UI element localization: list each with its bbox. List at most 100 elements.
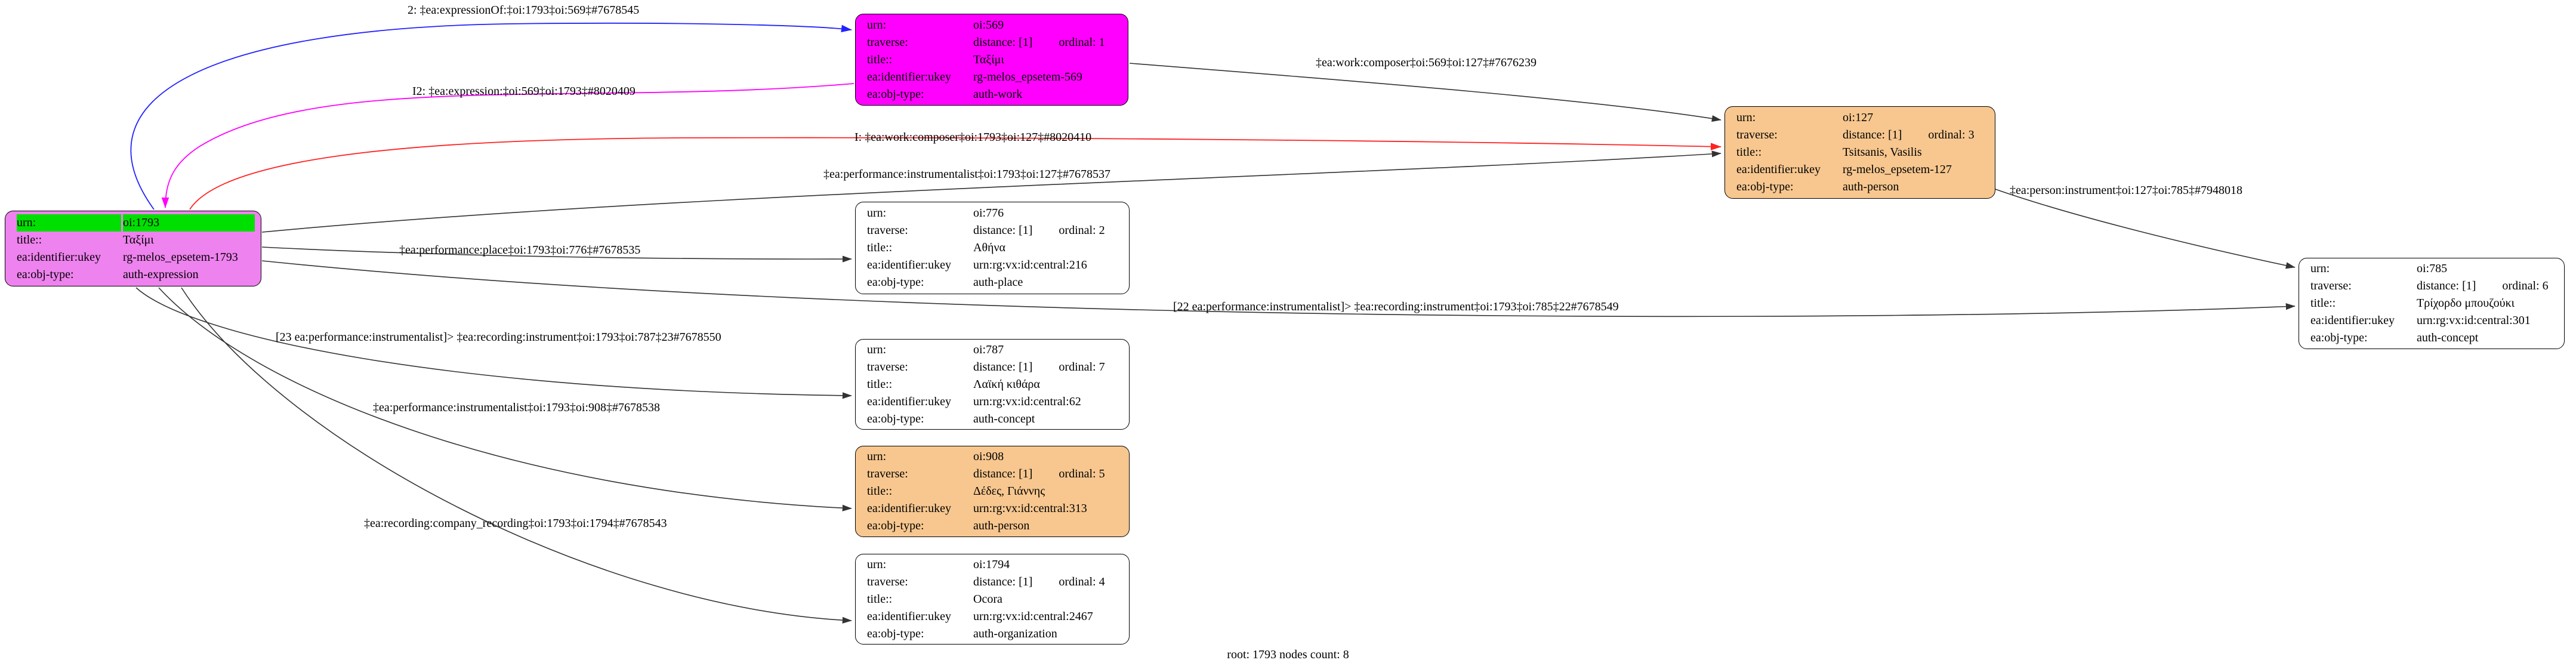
field-row-objtype: ea:obj-type: auth-place	[867, 274, 1123, 291]
field-label: traverse:	[867, 35, 908, 49]
field-value: Αθήνα	[973, 241, 1006, 254]
field-label: ea:identifier:ukey	[2310, 314, 2395, 327]
field-label: ea:identifier:ukey	[867, 394, 952, 408]
edge-performance-place	[261, 246, 852, 263]
field-label: title::	[867, 53, 893, 66]
graph-caption: root: 1793 nodes count: 8	[1227, 648, 1349, 661]
edge-recording-instrument-787	[135, 287, 852, 399]
field-label: title::	[2310, 297, 2336, 310]
field-value: distance: [1] ordinal: 3	[1843, 127, 1989, 144]
field-label: ea:identifier:ukey	[867, 502, 952, 515]
field-value: auth-person	[973, 519, 1030, 532]
node-oi-776[interactable]: urn: oi:776 traverse: distance: [1] ordi…	[855, 202, 1130, 294]
edge-label-person-instrument: ‡ea:person:instrument‡oi:127‡oi:785‡#794…	[2010, 184, 2242, 197]
field-value: urn:rg:vx:id:central:2467	[973, 609, 1093, 623]
field-value: Ταξίμι	[973, 53, 1004, 66]
field-value: oi:776	[973, 206, 1004, 220]
field-row-ukey: ea:identifier:ukey rg-melos_epsetem-569	[867, 69, 1122, 86]
edge-performance-instrumentalist-908	[158, 287, 852, 511]
traverse-distance: distance: [1]	[1843, 128, 1902, 141]
traverse-ordinal: ordinal: 1	[1059, 35, 1105, 49]
field-row-title: title:: Ocora	[867, 591, 1123, 608]
field-value: oi:785	[2417, 262, 2448, 275]
field-row-ukey: ea:identifier:ukey urn:rg:vx:id:central:…	[867, 608, 1123, 625]
edge-work-composer-inverse	[189, 137, 1722, 210]
field-value: auth-concept	[2417, 331, 2479, 344]
field-value: auth-expression	[123, 267, 199, 281]
field-row-title: title:: Ταξίμι	[17, 232, 255, 249]
field-row-urn: urn: oi:1793	[17, 214, 255, 232]
traverse-ordinal: ordinal: 2	[1059, 224, 1105, 237]
field-label: ea:obj-type:	[867, 412, 924, 426]
field-row-urn: urn: oi:787	[867, 341, 1123, 359]
edge-label-recording-instrument-785: [22 ea:performance:instrumentalist]> ‡ea…	[1173, 300, 1619, 313]
edge-performance-instrumentalist-127	[261, 150, 1722, 233]
field-value: distance: [1] ordinal: 5	[973, 465, 1123, 483]
field-row-ukey: ea:identifier:ukey urn:rg:vx:id:central:…	[867, 393, 1123, 411]
edge-expression-inverse	[161, 83, 854, 208]
field-value: distance: [1] ordinal: 7	[973, 359, 1123, 376]
field-value: oi:1794	[973, 557, 1010, 571]
field-row-ukey: ea:identifier:ukey rg-melos_epsetem-1793	[17, 249, 255, 266]
field-row-objtype: ea:obj-type: auth-concept	[2310, 329, 2558, 347]
field-row-title: title:: Τρίχορδο μπουζούκι	[2310, 295, 2558, 312]
traverse-ordinal: ordinal: 5	[1059, 467, 1105, 480]
field-label: ea:identifier:ukey	[867, 70, 952, 84]
traverse-ordinal: ordinal: 7	[1059, 360, 1105, 374]
node-oi-908[interactable]: urn: oi:908 traverse: distance: [1] ordi…	[855, 446, 1130, 537]
traverse-distance: distance: [1]	[973, 575, 1033, 588]
field-value: oi:787	[973, 343, 1004, 356]
node-oi-569[interactable]: urn: oi:569 traverse: distance: [1] ordi…	[855, 14, 1128, 106]
field-label: title::	[867, 485, 893, 498]
field-row-urn: urn: oi:908	[867, 448, 1123, 465]
field-value: auth-place	[973, 276, 1023, 289]
node-oi-785[interactable]: urn: oi:785 traverse: distance: [1] ordi…	[2299, 258, 2565, 349]
field-row-traverse: traverse: distance: [1] ordinal: 5	[867, 465, 1123, 483]
field-row-title: title:: Λαϊκή κιθάρα	[867, 376, 1123, 393]
node-oi-1794[interactable]: urn: oi:1794 traverse: distance: [1] ord…	[855, 554, 1130, 645]
field-value: distance: [1] ordinal: 6	[2417, 278, 2558, 295]
field-label: ea:obj-type:	[867, 627, 924, 640]
field-row-title: title:: Δέδες, Γιάννης	[867, 483, 1123, 500]
traverse-distance: distance: [1]	[973, 35, 1033, 49]
traverse-ordinal: ordinal: 6	[2502, 279, 2549, 292]
field-label: traverse:	[867, 467, 908, 480]
field-value: auth-person	[1843, 180, 1899, 193]
edge-recording-instrument-785	[261, 260, 2296, 317]
node-oi-1793[interactable]: urn: oi:1793 title:: Ταξίμι ea:identifie…	[5, 211, 261, 286]
field-label: ea:obj-type:	[867, 87, 924, 101]
field-row-urn: urn: oi:785	[2310, 260, 2558, 278]
field-label: title::	[1736, 146, 1762, 159]
field-row-title: title:: Αθήνα	[867, 239, 1123, 257]
field-value: urn:rg:vx:id:central:301	[2417, 314, 2531, 327]
field-value: auth-concept	[973, 412, 1035, 426]
node-oi-127[interactable]: urn: oi:127 traverse: distance: [1] ordi…	[1724, 106, 1995, 199]
traverse-distance: distance: [1]	[973, 360, 1033, 374]
field-row-urn: urn: oi:127	[1736, 109, 1989, 127]
field-value: oi:908	[973, 450, 1004, 463]
field-label: urn:	[1736, 111, 1756, 124]
field-label: title::	[867, 377, 893, 391]
field-label: urn:	[867, 450, 887, 463]
field-row-ukey: ea:identifier:ukey urn:rg:vx:id:central:…	[867, 500, 1123, 517]
field-label: urn:	[867, 206, 887, 220]
edge-recording-company	[181, 287, 852, 624]
edge-label-expressionOf: 2: ‡ea:expressionOf:‡oi:1793‡oi:569‡#767…	[408, 4, 640, 17]
traverse-ordinal: ordinal: 4	[1059, 575, 1105, 588]
field-row-urn: urn: oi:776	[867, 205, 1123, 222]
field-label: traverse:	[867, 360, 908, 374]
edge-label-performance-instrumentalist-127: ‡ea:performance:instrumentalist‡oi:1793‡…	[823, 168, 1111, 181]
field-row-objtype: ea:obj-type: auth-work	[867, 86, 1122, 103]
field-value: Δέδες, Γιάννης	[973, 485, 1045, 498]
node-oi-787[interactable]: urn: oi:787 traverse: distance: [1] ordi…	[855, 339, 1130, 430]
edge-label-expression-inverse: I2: ‡ea:expression:‡oi:569‡oi:1793‡#8020…	[412, 85, 635, 98]
field-label: ea:obj-type:	[17, 267, 74, 281]
field-label: traverse:	[1736, 128, 1778, 141]
field-label: ea:obj-type:	[1736, 180, 1794, 193]
field-value: rg-melos_epsetem-127	[1843, 163, 1952, 176]
field-label: ea:identifier:ukey	[1736, 163, 1821, 176]
field-label: urn:	[2310, 262, 2330, 275]
field-value: auth-organization	[973, 627, 1057, 640]
field-row-objtype: ea:obj-type: auth-person	[1736, 178, 1989, 196]
